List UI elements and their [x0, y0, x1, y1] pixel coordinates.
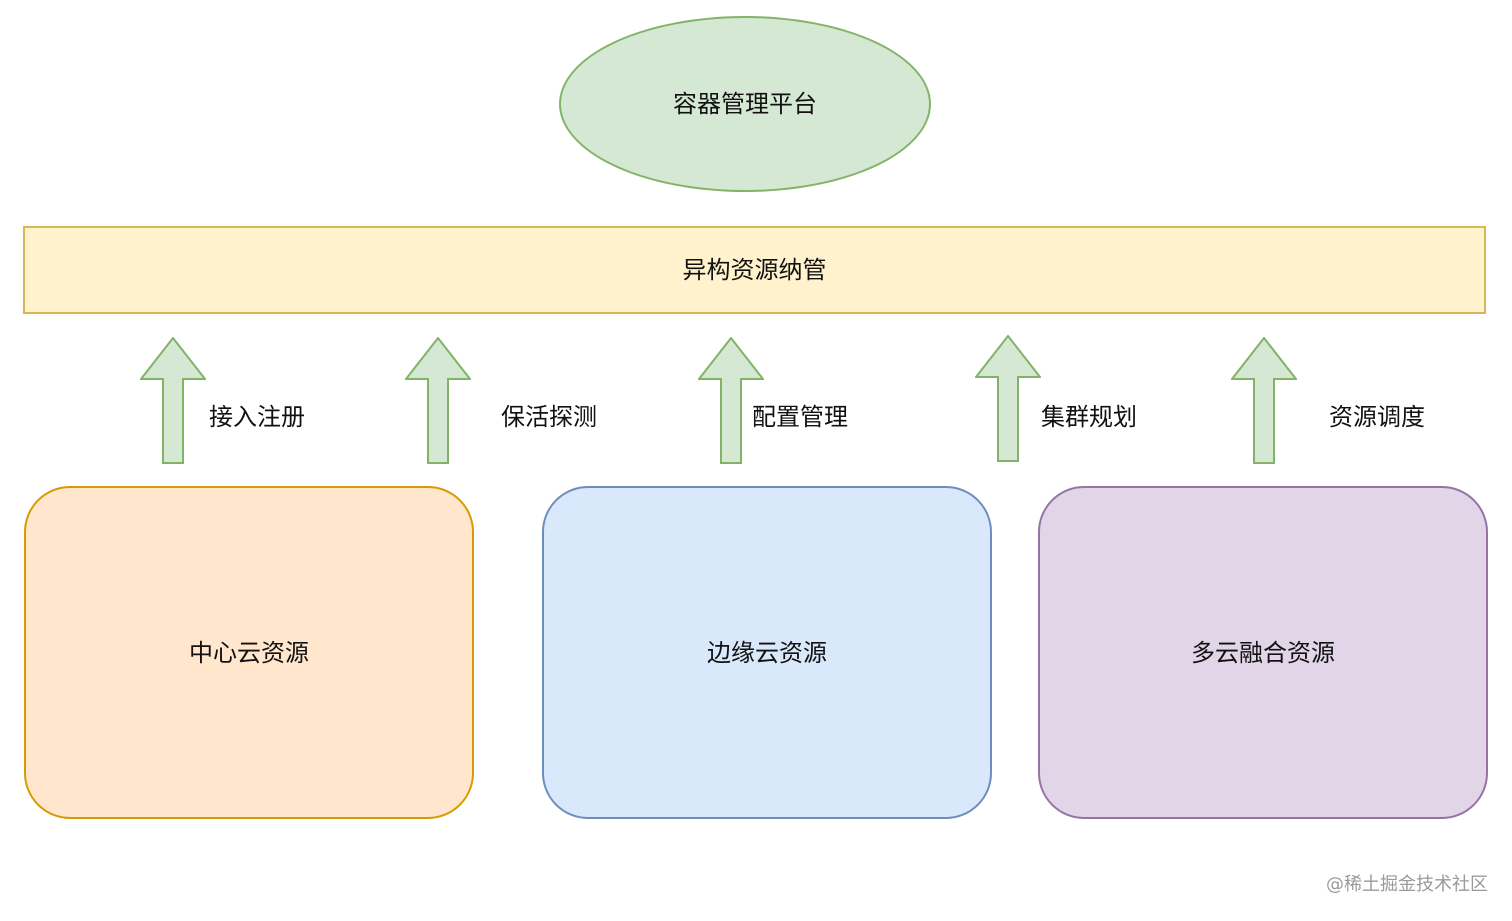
resource-label: 边缘云资源	[707, 638, 827, 667]
arrow-up-icon	[140, 337, 206, 464]
capability-label: 集群规划	[1041, 403, 1137, 431]
arrow-up-icon	[975, 335, 1041, 462]
management-layer: 异构资源纳管	[23, 226, 1486, 314]
platform-label: 容器管理平台	[673, 90, 817, 118]
arrow-up-icon	[1231, 337, 1297, 464]
resource-box-edge-cloud: 边缘云资源	[542, 486, 992, 819]
resource-box-center-cloud: 中心云资源	[24, 486, 474, 819]
arrow-up-icon	[405, 337, 471, 464]
resource-box-multi-cloud: 多云融合资源	[1038, 486, 1488, 819]
capability-label: 保活探测	[501, 403, 597, 431]
capability-label: 接入注册	[209, 403, 305, 431]
platform-node: 容器管理平台	[559, 16, 931, 192]
arrow-up-icon	[698, 337, 764, 464]
capability-label: 资源调度	[1329, 403, 1425, 431]
resource-label: 多云融合资源	[1191, 638, 1335, 667]
resource-label: 中心云资源	[189, 638, 309, 667]
watermark: @稀土掘金技术社区	[1326, 874, 1488, 895]
management-layer-label: 异构资源纳管	[682, 256, 827, 284]
capability-label: 配置管理	[752, 403, 848, 431]
